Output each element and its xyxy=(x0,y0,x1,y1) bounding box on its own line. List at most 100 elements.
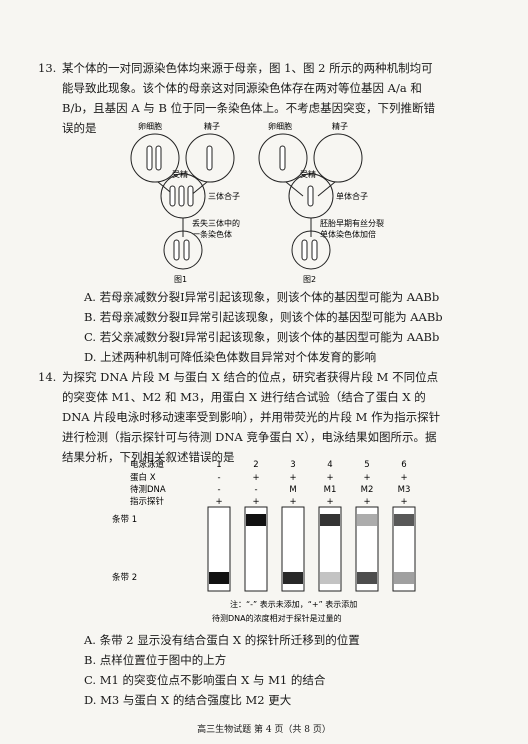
gel-band-2 xyxy=(283,572,303,584)
table-cell-protein: + xyxy=(326,473,333,483)
chromosome xyxy=(307,185,314,207)
table-cell-probe: + xyxy=(215,497,222,507)
row-label-protein: 蛋白 X xyxy=(130,472,156,483)
fig1-process-label-2: 一条染色体 xyxy=(192,229,232,239)
q14-stem-line: 进行检测（指示探针可与待测 DNA 竞争蛋白 X），电泳结果如图所示。据 xyxy=(62,430,437,444)
gel-band-2 xyxy=(357,572,377,584)
q14-option-d: D. M3 与蛋白 X 的结合强度比 M2 更大 xyxy=(84,693,292,707)
page-footer: 高三生物试题 第 4 页（共 8 页） xyxy=(197,725,331,735)
chromosome xyxy=(146,145,153,171)
table-cell-lanes: 3 xyxy=(290,460,295,470)
question-14-number: 14. xyxy=(38,370,57,384)
figure-note-1: 注：“-” 表示未添加，“+” 表示添加 xyxy=(230,599,357,609)
chromosome xyxy=(311,239,318,261)
q14-option-c: C. M1 的突变位点不影响蛋白 X 与 M1 的结合 xyxy=(84,673,326,687)
chromosome xyxy=(301,239,308,261)
table-cell-probe: + xyxy=(252,497,259,507)
table-cell-dna: M1 xyxy=(324,485,337,495)
band-label-1: 条带 1 xyxy=(112,514,137,525)
table-cell-lanes: 1 xyxy=(216,460,221,470)
gel-lane xyxy=(244,506,268,592)
figure-2: 卵细胞 精子 受精 单体合子 胚胎早期有丝分裂 单体染色体加倍 图2 xyxy=(258,121,384,284)
table-cell-protein: + xyxy=(363,473,370,483)
table-cell-lanes: 5 xyxy=(364,460,369,470)
fig2-process-label-2: 单体染色体加倍 xyxy=(320,229,376,239)
q14-stem-line: 结果分析，下列相关叙述错误的是 xyxy=(62,450,235,464)
fig2-egg-label: 卵细胞 xyxy=(268,121,292,131)
arrow-line xyxy=(317,181,336,197)
fig2-sperm-label: 精子 xyxy=(332,121,348,131)
gel-lane xyxy=(207,506,231,592)
chromosome xyxy=(155,145,162,171)
table-cell-dna: - xyxy=(217,485,220,495)
fig2-process-label-1: 胚胎早期有丝分裂 xyxy=(320,218,384,228)
q14-option-a: A. 条带 2 显示没有结合蛋白 X 的探针所迁移到的位置 xyxy=(84,633,360,647)
chromosome xyxy=(279,145,286,171)
q13-stem-line: B/b，且基因 A 与 B 位于同一条染色体上。不考虑基因突变，下列推断错 xyxy=(62,101,436,115)
fig1-process-label-1: 丢失三体中的 xyxy=(192,218,240,228)
table-cell-lanes: 4 xyxy=(327,460,332,470)
q14-stem-line: DNA 片段电泳时移动速率受到影响），并用带荧光的片段 M 作为指示探针 xyxy=(62,410,441,424)
fig2-egg-cell xyxy=(258,133,308,183)
fig2-sperm-cell xyxy=(313,133,363,183)
question-14-stem: 14. 为探究 DNA 片段 M 与蛋白 X 结合的位点，研究者获得片段 M 不… xyxy=(38,367,462,467)
chromosome xyxy=(206,145,213,171)
fig1-sperm-cell xyxy=(185,133,235,183)
fig2-zygote-label: 单体合子 xyxy=(336,191,368,201)
fig1-caption: 图1 xyxy=(174,275,187,284)
q13-stem-line: 误的是 xyxy=(62,121,97,135)
q13-option-b: B. 若母亲减数分裂Ⅱ异常引起该现象，则该个体的基因型可能为 AABb xyxy=(84,310,443,324)
table-cell-dna: M3 xyxy=(398,485,411,495)
gel-band-1 xyxy=(320,514,340,526)
gel-lane xyxy=(392,506,416,592)
chromosome xyxy=(187,185,194,207)
q13-stem-line: 能导致此现象。该个体的母亲这对同源染色体存在两对等位基因 A/a 和 xyxy=(62,81,422,95)
fig1-zygote-label: 三体合子 xyxy=(208,191,240,201)
gel-band-1 xyxy=(394,514,414,526)
q13-option-d: D. 上述两种机制可降低染色体数目异常对个体发育的影响 xyxy=(84,350,377,364)
question-13-number: 13. xyxy=(38,61,57,75)
table-cell-probe: + xyxy=(289,497,296,507)
gel-band-2 xyxy=(394,572,414,584)
table-cell-probe: + xyxy=(363,497,370,507)
chromosome xyxy=(183,239,190,261)
fig1-result-cell xyxy=(163,230,203,270)
arrow-line xyxy=(285,181,304,197)
fig2-caption: 图2 xyxy=(303,275,316,284)
chromosome xyxy=(173,239,180,261)
table-cell-dna: M2 xyxy=(361,485,374,495)
fig1-egg-label: 卵细胞 xyxy=(138,121,162,131)
fig1-sperm-label: 精子 xyxy=(204,121,220,131)
gel-band-2 xyxy=(320,572,340,584)
fig2-result-cell xyxy=(291,230,331,270)
q13-option-c: C. 若父亲减数分裂Ⅰ异常引起该现象，则该个体的基因型可能为 AABb xyxy=(84,330,440,344)
row-label-dna: 待测DNA xyxy=(130,484,166,495)
gel-band-2 xyxy=(209,572,229,584)
table-cell-protein: + xyxy=(289,473,296,483)
row-label-lane: 电泳泳道 xyxy=(130,459,165,470)
gel-lane xyxy=(318,506,342,592)
q14-option-b: B. 点样位置位于图中的上方 xyxy=(84,653,227,667)
gel-lane xyxy=(281,506,305,592)
question-13-stem: 13. 某个体的一对同源染色体均来源于母亲，图 1、图 2 所示的两种机制均可 … xyxy=(38,58,462,138)
chromosome xyxy=(169,185,176,207)
fig1-egg-cell xyxy=(130,133,180,183)
q14-stem-line: 为探究 DNA 片段 M 与蛋白 X 结合的位点，研究者获得片段 M 不同位点 xyxy=(62,370,439,384)
gel-lane xyxy=(355,506,379,592)
gel-band-1 xyxy=(357,514,377,526)
table-cell-protein: - xyxy=(217,473,220,483)
gel-lanes xyxy=(207,506,416,592)
table-cell-lanes: 2 xyxy=(253,460,258,470)
table-cell-protein: + xyxy=(252,473,259,483)
q14-stem-line: 的突变体 M1、M2 和 M3，用蛋白 X 进行结合试验（结合了蛋白 X 的 xyxy=(62,390,426,404)
table-cell-protein: + xyxy=(400,473,407,483)
row-label-probe: 指示探针 xyxy=(130,496,165,507)
table-cell-probe: + xyxy=(400,497,407,507)
figure-1: 卵细胞 精子 受精 三体合子 丢失三体中的 一条染色体 图1 xyxy=(130,121,240,284)
gel-band-1 xyxy=(246,514,266,526)
table-cell-lanes: 6 xyxy=(401,460,406,470)
